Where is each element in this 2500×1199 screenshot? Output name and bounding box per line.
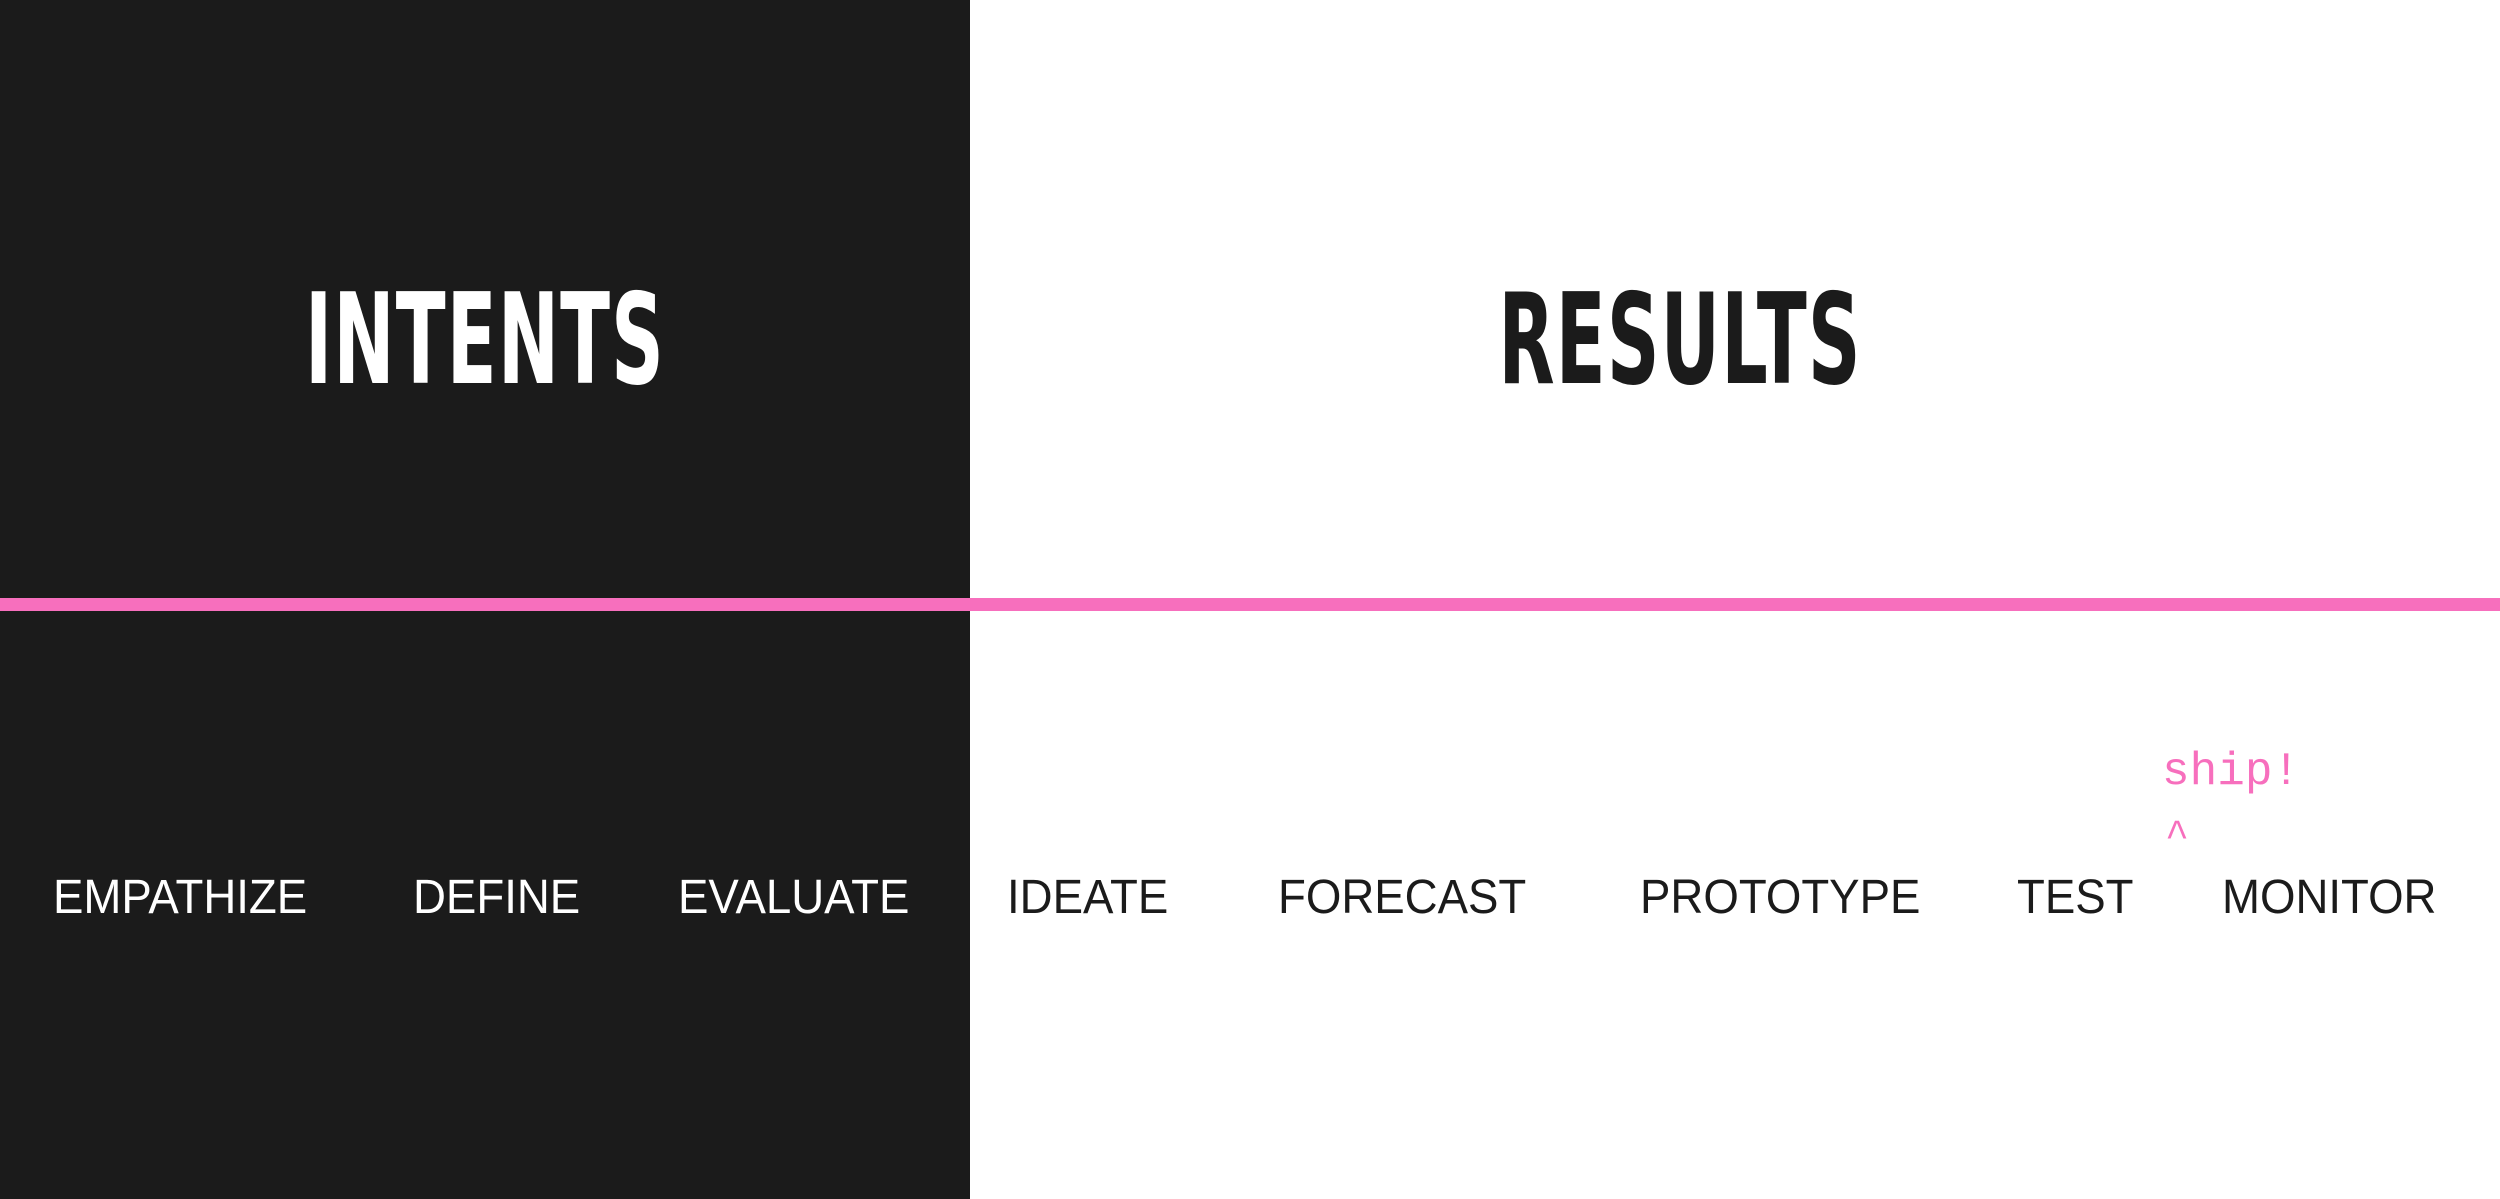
step-monitor: MONITOR [2222, 871, 2437, 924]
caret-marker: ^ [2165, 815, 2190, 860]
step-evaluate: EVALUATE [678, 871, 910, 924]
step-empathize: EMPATHIZE [53, 871, 308, 924]
step-define: DEFINE [413, 871, 581, 924]
step-prototype: PROTOTYPE [1640, 871, 1921, 924]
step-forecast: FORECAST [1278, 871, 1527, 924]
intents-heading: INTENTS [305, 266, 665, 413]
results-heading: RESULTS [1498, 266, 1862, 413]
step-test: TEST [2017, 871, 2134, 924]
ship-annotation: ship! [2162, 746, 2301, 798]
step-ideate: IDEATE [1007, 871, 1169, 924]
timeline-divider [0, 598, 2500, 611]
